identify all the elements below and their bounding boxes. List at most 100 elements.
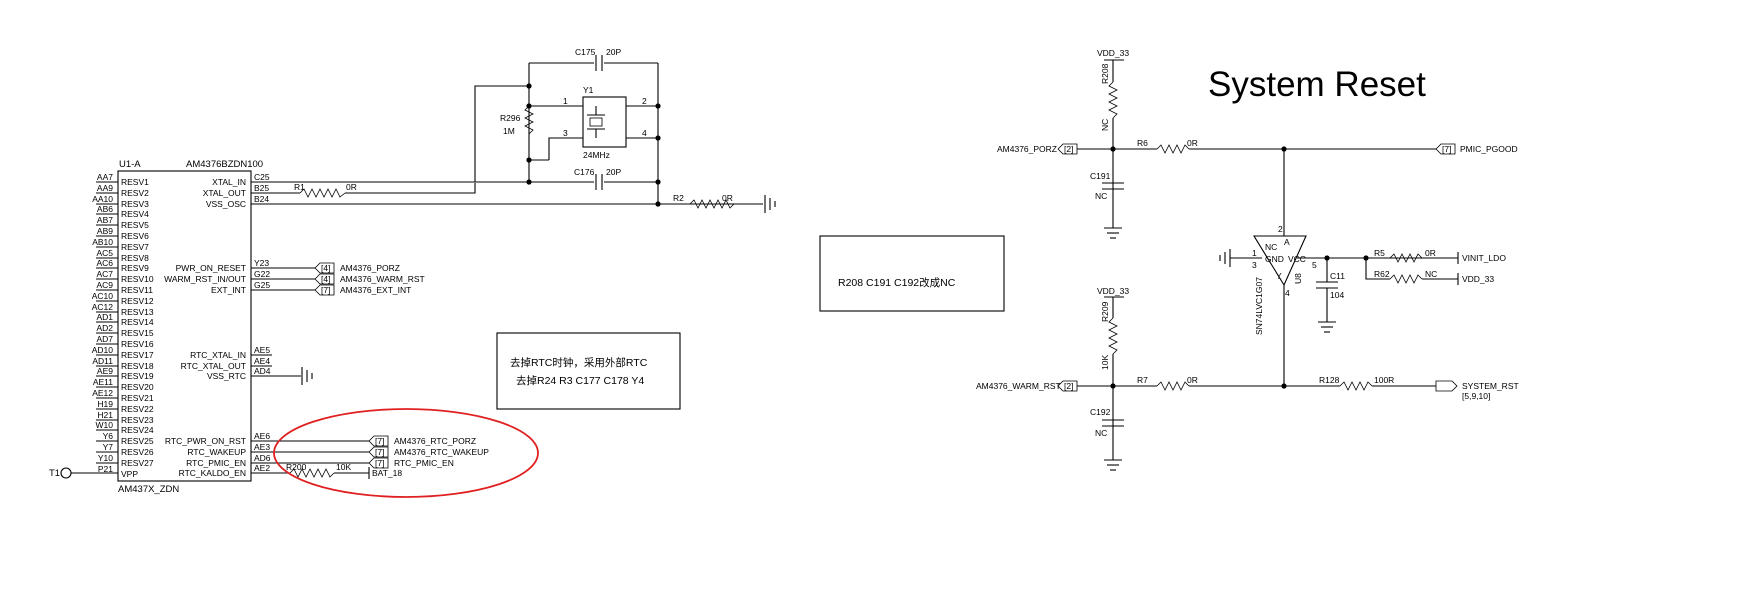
- u1a-left-ball: AD7: [96, 334, 113, 344]
- u8-pin1: 1: [1252, 248, 1257, 258]
- note-nc-box: R208 C191 C192改成NC: [819, 235, 1005, 312]
- u8-pin-y: Y: [1276, 271, 1282, 281]
- u1a-left-pin-name: RESV12: [121, 296, 154, 306]
- u1a-left-ball: AA7: [97, 172, 113, 182]
- y1-ref: Y1: [583, 85, 594, 95]
- extint-flag-ref: [7]: [321, 285, 330, 295]
- u1a-left-pin-name: RESV10: [121, 274, 154, 284]
- r128-ref: R128: [1319, 375, 1340, 385]
- r62-value: NC: [1425, 269, 1437, 279]
- u1a-left-ball: AC5: [96, 248, 113, 258]
- bat-net: BAT_18: [372, 468, 402, 478]
- u8-ref: U8: [1293, 273, 1303, 284]
- r5-ref: R5: [1374, 248, 1385, 258]
- u1a-left-ball: AC10: [92, 291, 114, 301]
- r128-value: 100R: [1374, 375, 1394, 385]
- u1a-right-pin-name: RTC_XTAL_IN: [190, 350, 246, 360]
- u1a-left-ball: W10: [96, 420, 114, 430]
- rtc-pmic-net: RTC_PMIC_EN: [394, 458, 454, 468]
- u1a-left-pin-name: RESV21: [121, 393, 154, 403]
- u1a-right-ball: AE2: [254, 463, 270, 473]
- r1-ref: R1: [294, 182, 305, 192]
- porz-flag-ref: [4]: [321, 263, 330, 273]
- y1-pin4: 4: [642, 128, 647, 138]
- c175-ref: C175: [575, 47, 596, 57]
- u8-pin-vcc: VCC: [1288, 254, 1306, 264]
- porz-flag-net: AM4376_PORZ: [340, 263, 400, 273]
- u1a-right-ball: B25: [254, 183, 269, 193]
- testpoint-label: T1: [49, 468, 60, 479]
- warm-flag-net: AM4376_WARM_RST: [340, 274, 425, 284]
- u1a-part: AM4376BZDN100: [186, 159, 263, 170]
- u1a-right-pin-name: RTC_WAKEUP: [187, 447, 246, 457]
- vss-rtc-ground: [251, 367, 313, 385]
- vdd33-lower: VDD_33: [1097, 286, 1129, 296]
- r7-value: 0R: [1187, 375, 1198, 385]
- system-reset-circuit: System Reset VDD_33 R208 NC [2] AM4376_P…: [976, 48, 1519, 471]
- porz-in-net: AM4376_PORZ: [997, 144, 1057, 154]
- u1a-left-ball: AC9: [96, 280, 113, 290]
- c191-value: NC: [1095, 191, 1107, 201]
- r2-ref: R2: [673, 193, 684, 203]
- r62-ref: R62: [1374, 269, 1390, 279]
- u8-part: SN74LVC1G07: [1254, 277, 1264, 335]
- system-rst-ref: [5,9,10]: [1462, 391, 1490, 401]
- r7-ref: R7: [1137, 375, 1148, 385]
- y1-value: 24MHz: [583, 150, 610, 160]
- u1a-left-ball: Y10: [98, 453, 113, 463]
- u1a-left-pin-name: RESV3: [121, 199, 149, 209]
- c192-value: NC: [1095, 428, 1107, 438]
- u1a-right-ball: AE5: [254, 345, 270, 355]
- testpoint-t1: T1: [49, 467, 118, 479]
- r200-value: 10K: [336, 462, 351, 472]
- u1a-left-pin-name: RESV14: [121, 317, 154, 327]
- r62-net: VDD_33: [1462, 274, 1494, 284]
- u1a-left-pin-name: RESV4: [121, 209, 149, 219]
- u1a-left-ball: AC7: [96, 269, 113, 279]
- u1a-right-pin-name: RTC_PWR_ON_RST: [165, 436, 246, 446]
- u1a-right-pin-name: XTAL_OUT: [203, 188, 246, 198]
- r5-net: VINIT_LDO: [1462, 253, 1506, 263]
- u1a-right-pin-name: PWR_ON_RESET: [176, 263, 246, 273]
- rtc-net-flags: [7] [7] [7] AM4376_RTC_PORZ AM4376_RTC_W…: [251, 435, 489, 479]
- u1a-left-pin-name: RESV13: [121, 307, 154, 317]
- u1a-right-pin-name: VSS_RTC: [207, 371, 246, 381]
- u1a-left-ball: AB9: [97, 226, 113, 236]
- warm-flag-ref: [4]: [321, 274, 330, 284]
- u1a-left-pin-name: RESV11: [121, 285, 153, 295]
- u1a-left-pin-name: VPP: [121, 469, 138, 479]
- note-nc-text: R208 C191 C192改成NC: [838, 276, 956, 289]
- u1a-left-ball: AB6: [97, 204, 113, 214]
- u8-pin3: 3: [1252, 260, 1257, 270]
- system-rst-net: SYSTEM_RST: [1462, 381, 1519, 391]
- c192-ref: C192: [1090, 407, 1111, 417]
- u1a-left-ball: AC6: [96, 258, 113, 268]
- system-reset-title: System Reset: [1208, 65, 1426, 104]
- r208-ref: R208: [1100, 63, 1110, 84]
- u1a-left-pin-name: RESV7: [121, 242, 149, 252]
- u8-pin-gnd: GND: [1265, 254, 1284, 264]
- r1-value: 0R: [346, 182, 357, 192]
- u1a-left-pin-name: RESV5: [121, 220, 149, 230]
- r200-ref: R200: [286, 462, 307, 472]
- u8-pin-a: A: [1284, 237, 1290, 247]
- note-rtc-line1: 去掉RTC时钟，采用外部RTC: [510, 356, 648, 369]
- u1a-left-ball: AE9: [97, 366, 113, 376]
- y1-pin3: 3: [563, 128, 568, 138]
- note-rtc-line2: 去掉R24 R3 C177 C178 Y4: [516, 374, 644, 387]
- u1a-left-pin-name: RESV16: [121, 339, 154, 349]
- u1a-right-pin-name: VSS_OSC: [206, 199, 246, 209]
- r209-ref: R209: [1100, 301, 1110, 322]
- u1a-left-ball: P21: [98, 464, 113, 474]
- r208-value: NC: [1100, 119, 1110, 131]
- oscillator-circuit: C175 20P C176 20P R296 1M Y1 24MHz 1 2 3…: [251, 47, 776, 213]
- u8-pin4: 4: [1285, 288, 1290, 298]
- rtc-highlight-ellipse: [273, 408, 539, 498]
- u1a-right-ball: AD4: [254, 366, 271, 376]
- u1a-left-ball: AE11: [93, 377, 113, 387]
- note-rtc-box: 去掉RTC时钟，采用外部RTC 去掉R24 R3 C177 C178 Y4: [496, 332, 681, 410]
- u8-pin5: 5: [1312, 260, 1317, 270]
- rtc-porz-net: AM4376_RTC_PORZ: [394, 436, 476, 446]
